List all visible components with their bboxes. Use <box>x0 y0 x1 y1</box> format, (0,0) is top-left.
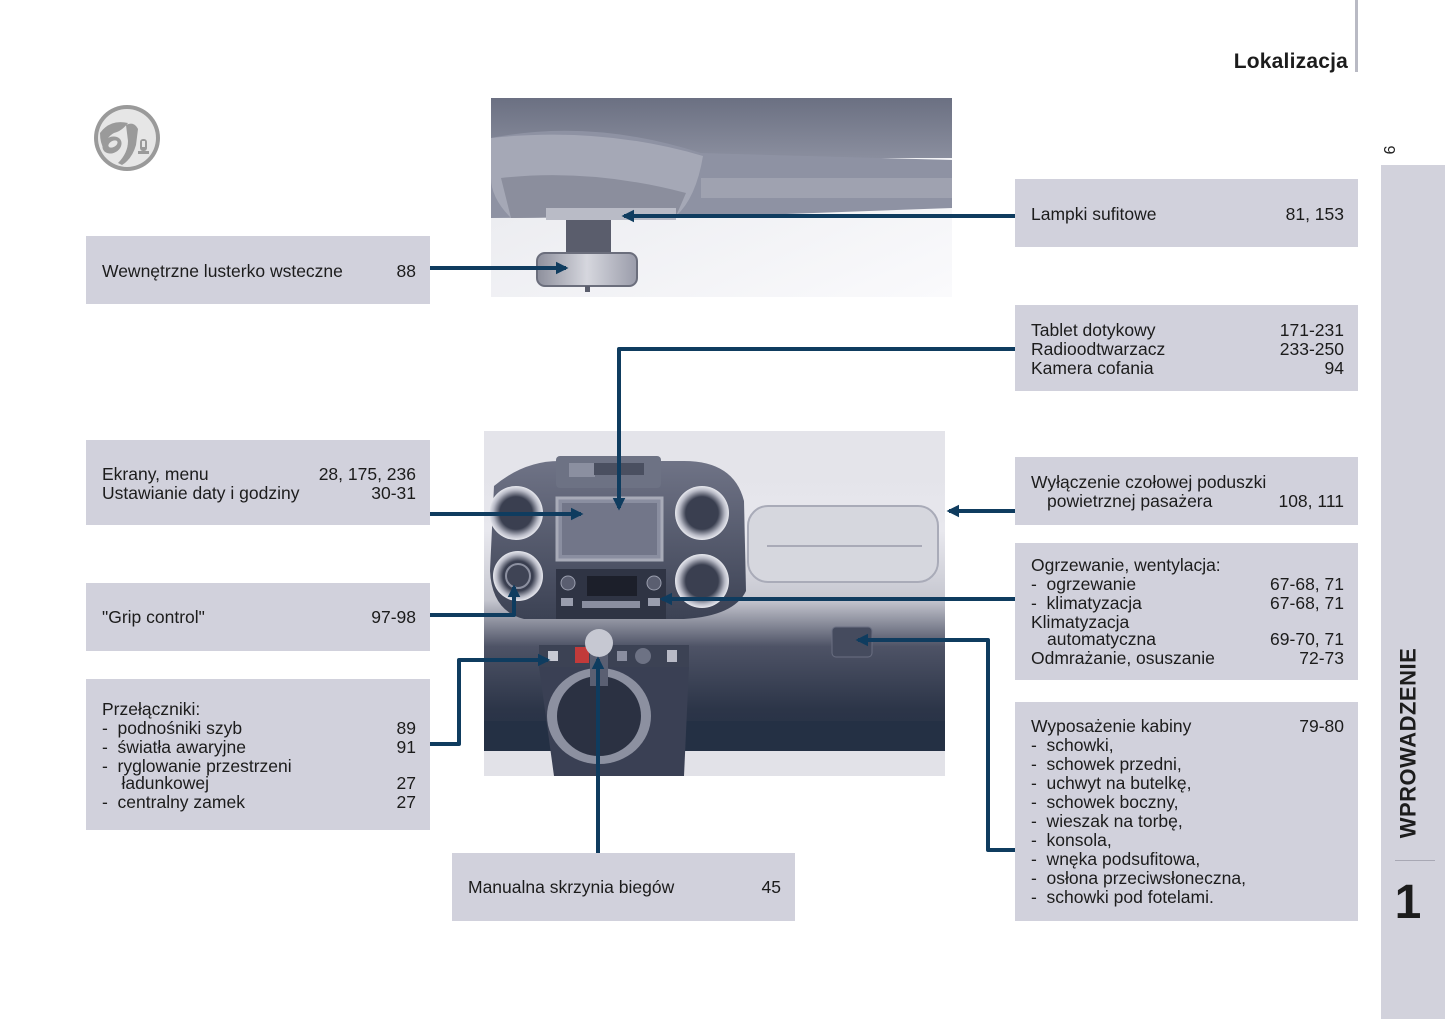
cabin-item: - schowek przedni, <box>1031 754 1182 774</box>
callout-screens[interactable]: Ekrany, menu 28, 175, 236 Ustawianie daty… <box>86 440 430 525</box>
page-title: Lokalizacja <box>1233 50 1348 73</box>
callout-label: - światła awaryjne <box>102 737 246 757</box>
cabin-item: - schowki pod fotelami. <box>1031 887 1214 907</box>
callout-label: Kamera cofania <box>1031 358 1154 378</box>
callout-pages: 45 <box>761 877 781 897</box>
callout-label: "Grip control" <box>102 607 205 627</box>
callout-heating[interactable]: Ogrzewanie, wentylacja: - ogrzewanie 67-6… <box>1015 543 1358 680</box>
callout-pages: 97-98 <box>371 607 416 627</box>
callout-pages: 94 <box>1324 358 1344 378</box>
callout-pages: 233-250 <box>1279 339 1344 359</box>
callout-label: ładunkowej <box>102 773 210 793</box>
callout-gearbox[interactable]: Manualna skrzynia biegów 45 <box>452 853 795 921</box>
cabin-item: - wieszak na torbę, <box>1031 811 1183 831</box>
callout-label: - ryglowanie przestrzeni <box>102 756 292 776</box>
dashboard-illustration <box>484 431 945 776</box>
chapter-tab-divider <box>1395 860 1435 861</box>
callout-label: Radioodtwarzacz <box>1031 339 1166 359</box>
callout-label: - ogrzewanie <box>1031 574 1137 594</box>
callout-label: Wewnętrzne lusterko wsteczne <box>102 261 343 281</box>
callout-label: Ustawianie daty i godziny <box>102 483 300 503</box>
callout-label-line2: powietrznej pasażera <box>1047 491 1213 511</box>
chapter-tab-label: WPROWADZENIE <box>1395 647 1420 838</box>
ceiling-lamp-mirror-illustration <box>491 98 952 297</box>
cabin-item: - wnęka podsufitowa, <box>1031 849 1201 869</box>
chapter-number: 1 <box>1394 876 1422 929</box>
callout-title: Wyposażenie kabiny <box>1031 716 1192 736</box>
callout-multimedia[interactable]: Tablet dotykowy 171-231 Radioodtwarzacz 23… <box>1015 305 1358 391</box>
callout-label-line1: Wyłączenie czołowej poduszki <box>1031 472 1267 492</box>
callout-label: - podnośniki szyb <box>102 718 243 738</box>
callout-label: Odmrażanie, osuszanie <box>1031 648 1215 668</box>
callout-pages: 81, 153 <box>1285 204 1344 224</box>
steering-wheel-driver-icon <box>94 105 160 171</box>
callout-label: automatyczna <box>1047 629 1156 649</box>
callout-pages: 79-80 <box>1299 716 1344 736</box>
callout-pages: 67-68, 71 <box>1270 574 1344 594</box>
callout-pages: 108, 111 <box>1278 491 1344 511</box>
callout-pages: 28, 175, 236 <box>318 464 416 484</box>
callout-pages: 69-70, 71 <box>1270 629 1344 649</box>
callout-title: Ogrzewanie, wentylacja: <box>1031 555 1221 575</box>
callout-pages: 30-31 <box>371 483 416 503</box>
callout-pages: 72-73 <box>1299 648 1344 668</box>
callout-pages: 91 <box>396 737 416 757</box>
chapter-tab[interactable] <box>1381 165 1445 1019</box>
callout-switches[interactable]: Przełączniki: - podnośniki szyb 89 - świa… <box>86 679 430 830</box>
callout-title: Przełączniki: <box>102 699 201 719</box>
cabin-item: - uchwyt na butelkę, <box>1031 773 1192 793</box>
callout-cabin[interactable]: Wyposażenie kabiny 79-80 - schowki, - sch… <box>1015 702 1358 921</box>
callout-grip-control[interactable]: "Grip control" 97-98 <box>86 583 430 651</box>
cabin-item: - osłona przeciwsłoneczna, <box>1031 868 1246 888</box>
callout-label: - klimatyzacja <box>1031 593 1142 613</box>
callout-label: Lampki sufitowe <box>1031 204 1157 224</box>
callout-label: Ekrany, menu <box>102 464 209 484</box>
callout-pages: 171-231 <box>1279 320 1344 340</box>
callout-pages: 89 <box>396 718 416 738</box>
callout-label: - centralny zamek <box>102 792 245 812</box>
callout-label: Manualna skrzynia biegów <box>468 877 675 897</box>
callout-pages: 27 <box>396 773 416 793</box>
callout-pages: 27 <box>396 792 416 812</box>
page-number: 9 <box>1380 145 1397 155</box>
callout-pages: 88 <box>396 261 416 281</box>
callout-rear-mirror[interactable]: Wewnętrzne lusterko wsteczne 88 <box>86 236 430 304</box>
cabin-item: - konsola, <box>1031 830 1112 850</box>
callout-pages: 67-68, 71 <box>1270 593 1344 613</box>
chapter-tab-label-wrap: WPROWADZENIE <box>1381 630 1435 855</box>
cabin-item: - schowek boczny, <box>1031 792 1179 812</box>
callout-ceiling-lamps[interactable]: Lampki sufitowe 81, 153 <box>1015 179 1358 247</box>
header-rule <box>1355 0 1358 72</box>
cabin-item: - schowki, <box>1031 735 1114 755</box>
callout-label: Tablet dotykowy <box>1031 320 1156 340</box>
callout-label: Klimatyzacja <box>1031 612 1130 632</box>
callout-airbag[interactable]: Wyłączenie czołowej poduszki powietrznej… <box>1015 457 1358 525</box>
